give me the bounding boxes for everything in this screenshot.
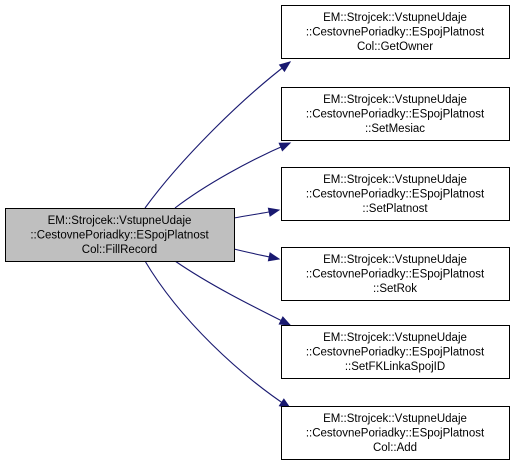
edge-line bbox=[144, 260, 291, 409]
call-edge bbox=[144, 61, 292, 209]
target-node-setfklinkaspojid[interactable]: EM::Strojcek::VstupneUdaje::CestovnePori… bbox=[281, 325, 510, 379]
source-node-fillrecord-label-line: EM::Strojcek::VstupneUdaje bbox=[48, 215, 192, 227]
target-node-setmesiac-label-line: ::CestovnePoriadky::ESpojPlatnost bbox=[306, 109, 485, 121]
target-node-setmesiac-box bbox=[281, 87, 510, 141]
target-node-setplatnost-label-line: ::SetPlatnost bbox=[362, 203, 428, 215]
call-edge bbox=[233, 248, 281, 262]
target-node-getowner-box bbox=[281, 5, 510, 59]
target-node-setfklinkaspojid-box bbox=[281, 325, 510, 379]
target-node-setrok-label-line: EM::Strojcek::VstupneUdaje bbox=[323, 254, 467, 266]
target-node-setrok-label-line: ::SetRok bbox=[373, 283, 417, 295]
arrowhead-icon bbox=[278, 142, 292, 152]
target-node-getowner[interactable]: EM::Strojcek::VstupneUdaje::CestovnePori… bbox=[281, 5, 510, 59]
edge-line bbox=[144, 61, 291, 209]
target-node-setfklinkaspojid-label-line: ::SetFKLinkaSpojID bbox=[345, 361, 445, 373]
arrowhead-icon bbox=[278, 61, 292, 73]
edge-line bbox=[174, 142, 291, 209]
call-edge bbox=[144, 260, 292, 409]
target-node-setfklinkaspojid-label-line: ::CestovnePoriadky::ESpojPlatnost bbox=[306, 347, 485, 359]
target-node-setplatnost[interactable]: EM::Strojcek::VstupneUdaje::CestovnePori… bbox=[281, 167, 510, 221]
call-edges bbox=[144, 61, 292, 409]
target-node-getowner-label-line: ::CestovnePoriadky::ESpojPlatnost bbox=[306, 27, 485, 39]
edge-line bbox=[174, 260, 291, 326]
target-node-add-label-line: EM::Strojcek::VstupneUdaje bbox=[323, 413, 467, 425]
target-node-setrok-box bbox=[281, 247, 510, 301]
target-node-setmesiac[interactable]: EM::Strojcek::VstupneUdaje::CestovnePori… bbox=[281, 87, 510, 141]
target-node-getowner-label-line: EM::Strojcek::VstupneUdaje bbox=[323, 12, 467, 24]
target-node-setplatnost-box bbox=[281, 167, 510, 221]
target-node-setplatnost-label-line: ::CestovnePoriadky::ESpojPlatnost bbox=[306, 189, 485, 201]
arrowhead-icon bbox=[278, 316, 292, 326]
target-node-setrok-label-line: ::CestovnePoriadky::ESpojPlatnost bbox=[306, 269, 485, 281]
target-node-add[interactable]: EM::Strojcek::VstupneUdaje::CestovnePori… bbox=[281, 406, 510, 460]
target-node-setrok[interactable]: EM::Strojcek::VstupneUdaje::CestovnePori… bbox=[281, 247, 510, 301]
call-nodes: EM::Strojcek::VstupneUdaje::CestovnePori… bbox=[5, 5, 510, 460]
target-node-setmesiac-label-line: ::SetMesiac bbox=[365, 123, 425, 135]
target-node-add-label-line: Col::Add bbox=[373, 442, 417, 454]
source-node-fillrecord-box bbox=[5, 208, 235, 262]
arrowhead-icon bbox=[267, 252, 281, 262]
target-node-setfklinkaspojid-label-line: EM::Strojcek::VstupneUdaje bbox=[323, 332, 467, 344]
target-node-getowner-label-line: Col::GetOwner bbox=[357, 41, 433, 53]
arrowhead-icon bbox=[267, 207, 281, 217]
target-node-add-box bbox=[281, 406, 510, 460]
source-node-fillrecord-label-line: Col::FillRecord bbox=[82, 244, 157, 256]
source-node-fillrecord-label-line: ::CestovnePoriadky::ESpojPlatnost bbox=[30, 230, 209, 242]
target-node-add-label-line: ::CestovnePoriadky::ESpojPlatnost bbox=[306, 428, 485, 440]
call-edge bbox=[174, 142, 292, 209]
call-edge bbox=[233, 207, 281, 219]
target-node-setplatnost-label-line: EM::Strojcek::VstupneUdaje bbox=[323, 174, 467, 186]
call-edge bbox=[174, 260, 292, 326]
target-node-setmesiac-label-line: EM::Strojcek::VstupneUdaje bbox=[323, 94, 467, 106]
source-node-fillrecord[interactable]: EM::Strojcek::VstupneUdaje::CestovnePori… bbox=[5, 208, 235, 262]
